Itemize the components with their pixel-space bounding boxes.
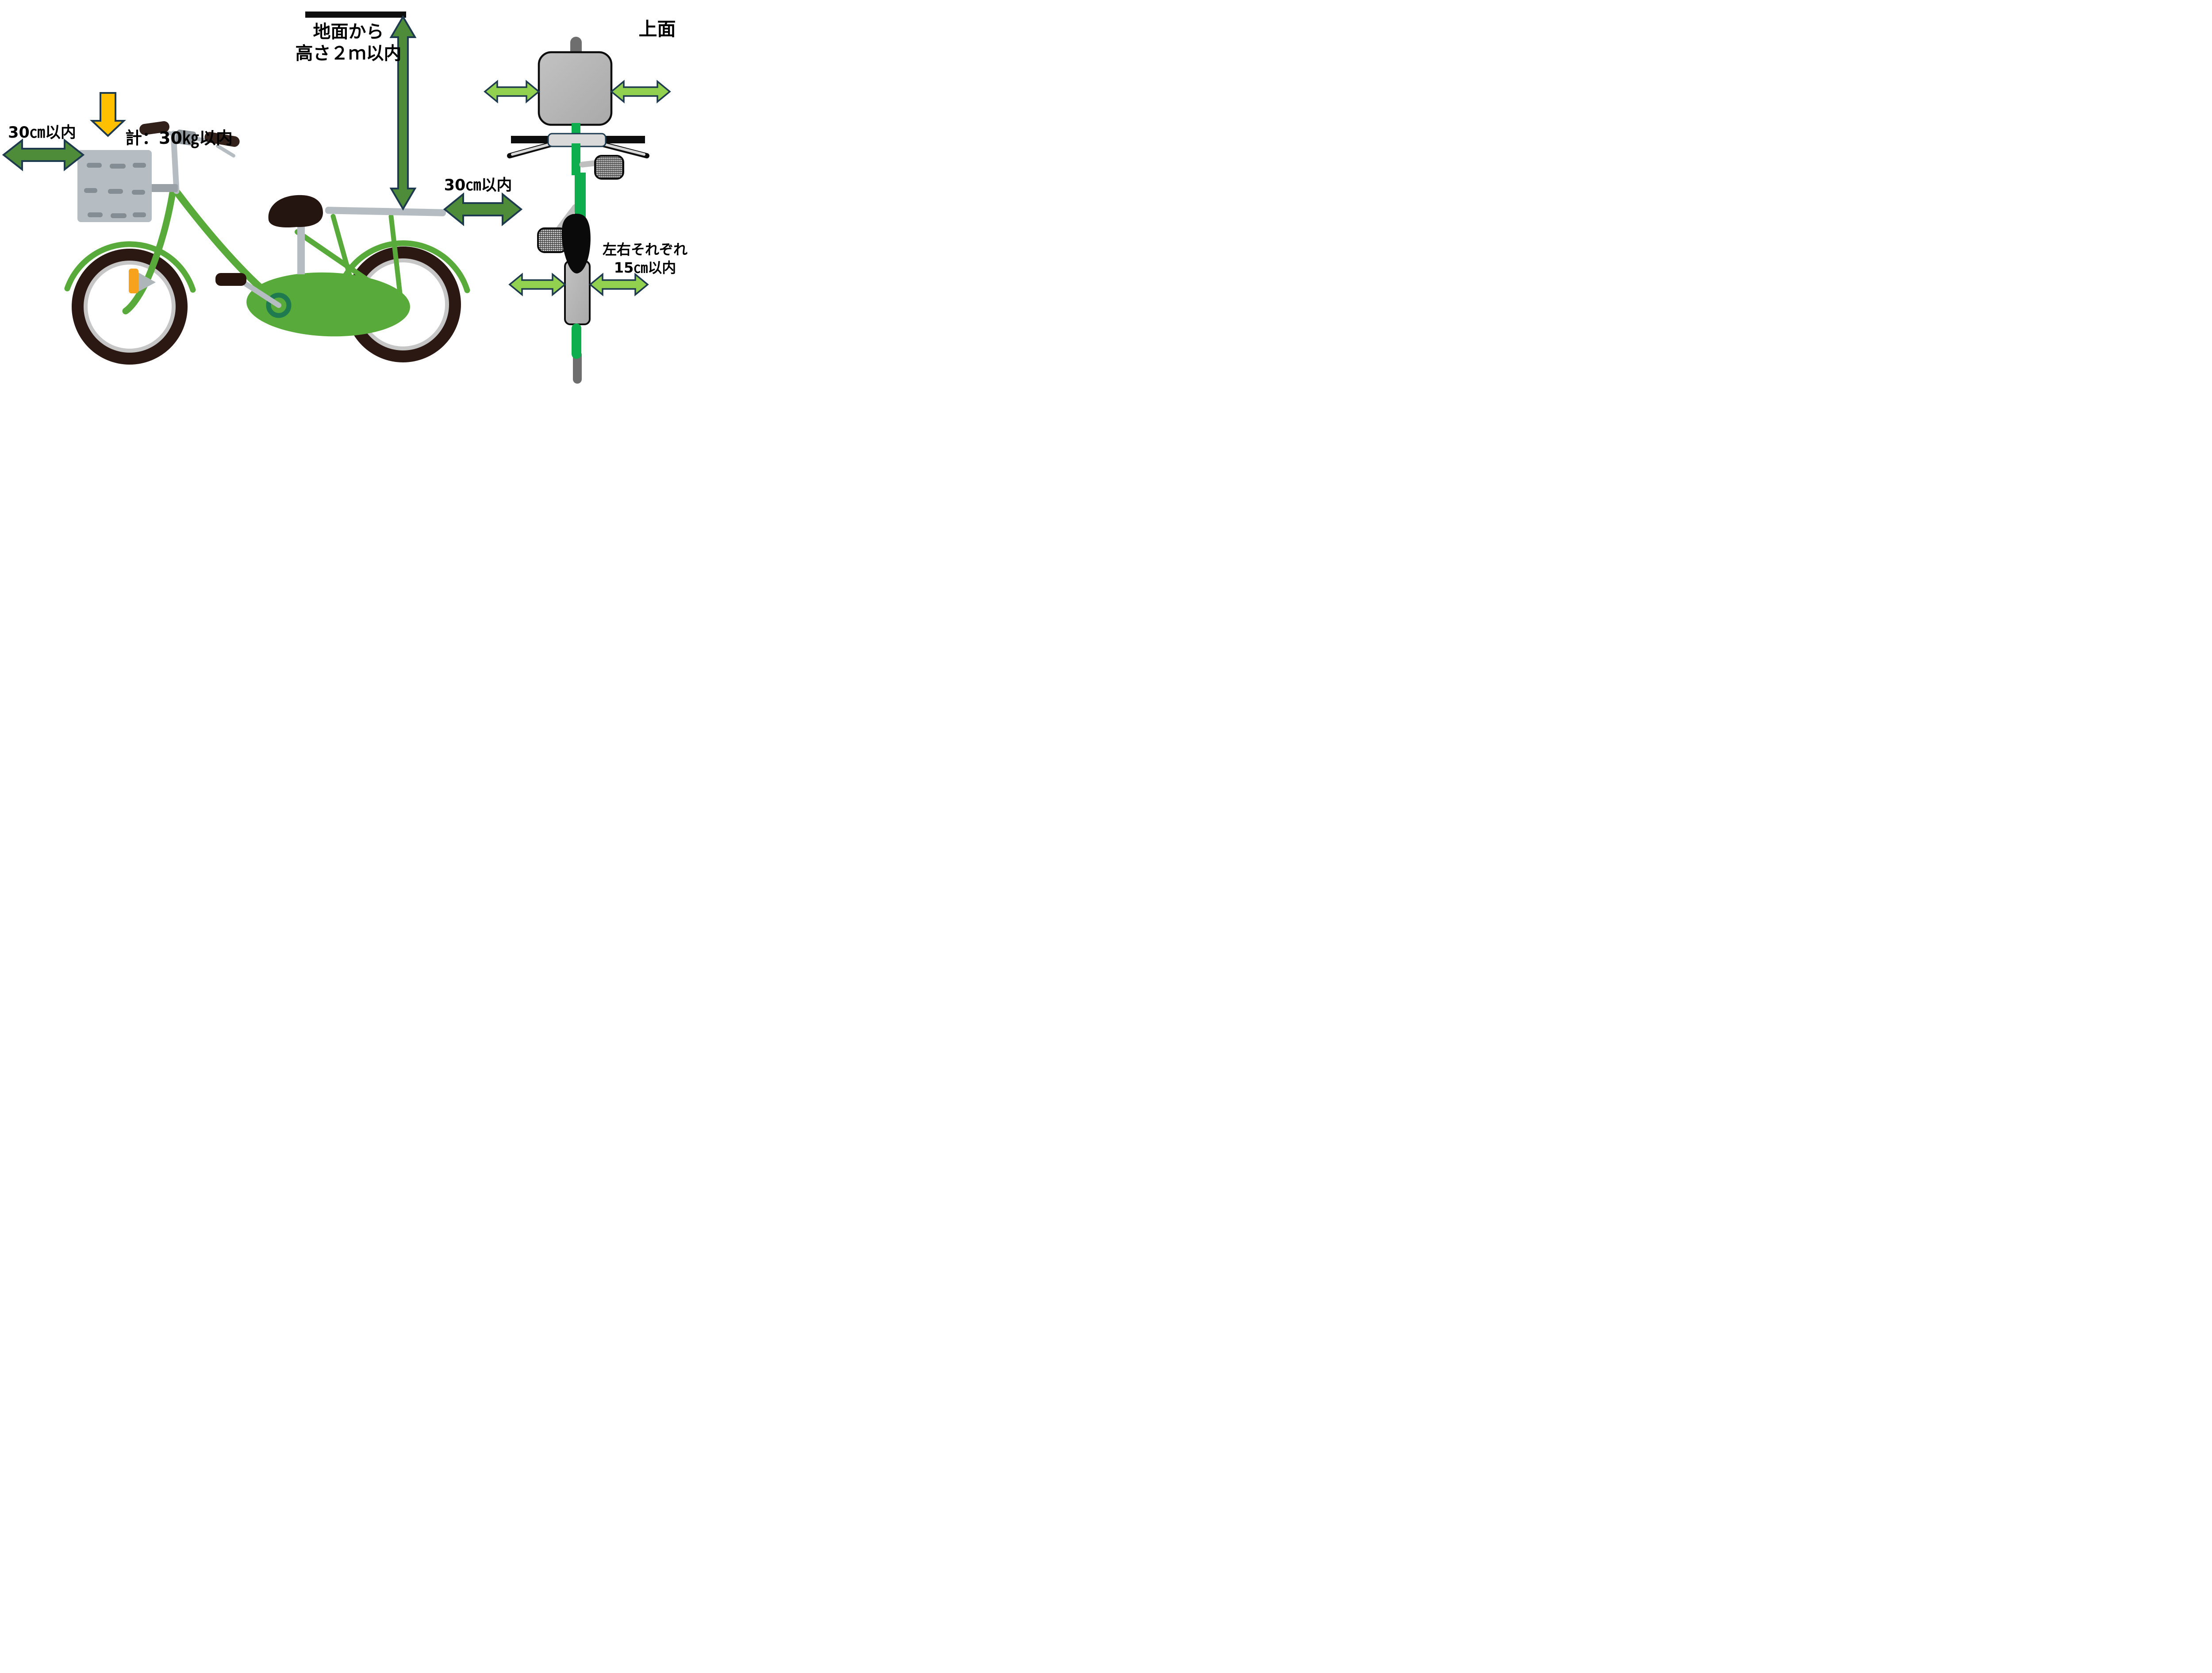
top-view-title: 上面: [638, 18, 676, 40]
rear-wheel-tip: [573, 350, 582, 384]
reflector-bracket: [138, 273, 156, 292]
side-clearance-line2: 15㎝以内: [614, 259, 676, 276]
diagram-canvas: [2, 12, 671, 384]
right-grip: [204, 132, 240, 147]
basket-right-arrow-icon: [610, 80, 671, 104]
frame-tube-upper: [572, 143, 580, 175]
front-fender: [64, 241, 196, 293]
weight-limit-label: 計：30㎏以内: [125, 128, 233, 148]
top-basket: [538, 51, 613, 126]
stem-clamp: [175, 129, 196, 146]
front-width-label: 30㎝以内: [8, 124, 76, 142]
handlebar-stem: [170, 131, 180, 194]
front-fork: [122, 184, 177, 315]
rear-width-double-arrow-icon: [443, 192, 523, 227]
rear-rack: [325, 207, 446, 216]
crank-arm: [243, 281, 281, 308]
brake-lever: [216, 144, 235, 158]
ceiling-bar: [305, 12, 406, 18]
side-clearance-label: 左右それぞれ 15㎝以内: [596, 241, 694, 277]
chain-guard: [246, 272, 410, 337]
side-clearance-line1: 左右それぞれ: [602, 241, 687, 258]
height-limit-line2: 高さ２ｍ以内: [295, 43, 402, 64]
rear-width-label: 30㎝以内: [444, 177, 512, 194]
brake-levers-top: [507, 142, 649, 158]
seat-tube-tail: [572, 323, 581, 359]
reflector: [129, 269, 138, 293]
height-limit-label: 地面から 高さ２ｍ以内: [279, 21, 418, 65]
crank-ring: [266, 292, 292, 318]
rack-left-arrow-icon: [508, 273, 566, 296]
bicycle-side-view: [64, 121, 470, 365]
rack-strut-rear: [388, 214, 403, 304]
seat-post: [297, 220, 305, 274]
bicycle-top-view: [484, 37, 671, 384]
basket-weave: [84, 163, 146, 218]
rack-right-arrow-icon: [589, 273, 649, 296]
basket-bracket: [150, 184, 178, 192]
front-width-double-arrow-icon: [2, 138, 85, 172]
pedal: [215, 273, 246, 286]
right-pedal-top: [594, 155, 624, 180]
saddle: [268, 195, 323, 228]
height-limit-line1: 地面から: [313, 22, 384, 42]
weight-down-arrow-icon: [89, 92, 127, 137]
height-double-arrow-icon: [389, 15, 417, 211]
side-clearance-arrows: [484, 80, 671, 296]
front-basket: [77, 150, 152, 222]
bicycle-load-limit-diagram: 地面から 高さ２ｍ以内 計：30㎏以内 30㎝以内 30㎝以内 上面 左右それぞ…: [0, 0, 694, 391]
left-grip: [139, 121, 169, 135]
basket-left-arrow-icon: [484, 80, 540, 104]
saddle-top: [561, 214, 591, 273]
